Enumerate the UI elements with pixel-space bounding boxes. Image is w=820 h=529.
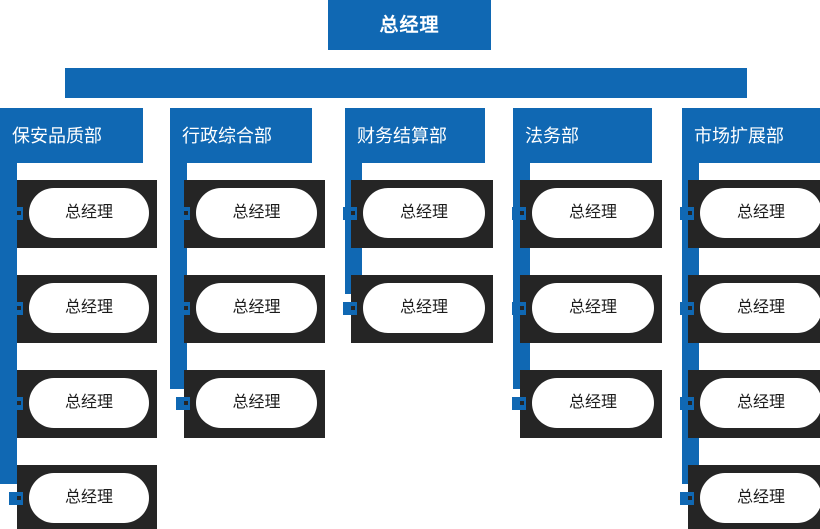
org-node-body: 总经理 — [700, 473, 820, 523]
org-node-body: 总经理 — [532, 378, 654, 428]
department-header-label: 财务结算部 — [357, 125, 447, 146]
org-node-body: 总经理 — [196, 283, 317, 333]
org-node[interactable]: 总经理 — [512, 180, 662, 248]
org-node[interactable]: 总经理 — [9, 180, 157, 248]
org-node-label: 总经理 — [399, 204, 448, 221]
department-header[interactable]: 保安品质部 — [0, 108, 143, 163]
node-connector-stub — [680, 207, 694, 220]
org-node[interactable]: 总经理 — [176, 275, 325, 343]
department-header-label: 保安品质部 — [12, 125, 102, 146]
org-node-body: 总经理 — [29, 473, 149, 523]
org-node-body: 总经理 — [29, 283, 149, 333]
org-node-body: 总经理 — [196, 188, 317, 238]
node-connector-stub — [9, 397, 23, 410]
department-header-label: 行政综合部 — [182, 125, 272, 146]
node-connector-stub — [512, 397, 526, 410]
org-node-label: 总经理 — [736, 204, 785, 221]
node-connector-stub — [680, 397, 694, 410]
org-node[interactable]: 总经理 — [9, 370, 157, 438]
root-node[interactable]: 总经理 — [328, 0, 491, 50]
node-connector-stub — [176, 207, 190, 220]
org-node[interactable]: 总经理 — [512, 370, 662, 438]
org-node-body: 总经理 — [700, 378, 820, 428]
org-node-body: 总经理 — [700, 188, 820, 238]
org-node-body: 总经理 — [363, 188, 485, 238]
org-node-label: 总经理 — [568, 394, 617, 411]
org-node-body: 总经理 — [29, 188, 149, 238]
org-node[interactable]: 总经理 — [343, 180, 493, 248]
org-node-label: 总经理 — [64, 299, 113, 316]
org-node[interactable]: 总经理 — [680, 180, 820, 248]
node-connector-stub — [9, 207, 23, 220]
org-node-label: 总经理 — [399, 299, 448, 316]
node-connector-stub — [176, 397, 190, 410]
org-node-label: 总经理 — [232, 394, 281, 411]
org-node[interactable]: 总经理 — [680, 370, 820, 438]
org-node-label: 总经理 — [736, 489, 785, 506]
org-node[interactable]: 总经理 — [343, 275, 493, 343]
root-node-label: 总经理 — [379, 14, 440, 36]
org-node[interactable]: 总经理 — [176, 180, 325, 248]
org-node[interactable]: 总经理 — [680, 465, 820, 529]
org-node[interactable]: 总经理 — [176, 370, 325, 438]
org-node-body: 总经理 — [532, 188, 654, 238]
org-node-label: 总经理 — [232, 204, 281, 221]
org-node-body: 总经理 — [29, 378, 149, 428]
org-node[interactable]: 总经理 — [9, 465, 157, 529]
org-node[interactable]: 总经理 — [512, 275, 662, 343]
node-connector-stub — [512, 302, 526, 315]
department-header[interactable]: 行政综合部 — [170, 108, 312, 163]
org-node-label: 总经理 — [64, 394, 113, 411]
node-connector-stub — [680, 302, 694, 315]
org-node-label: 总经理 — [64, 489, 113, 506]
department-header[interactable]: 市场扩展部 — [682, 108, 820, 163]
org-node-label: 总经理 — [736, 394, 785, 411]
department-header[interactable]: 法务部 — [513, 108, 652, 163]
trunk-connector-bar — [65, 68, 747, 98]
org-node-label: 总经理 — [736, 299, 785, 316]
org-node-label: 总经理 — [64, 204, 113, 221]
org-node-body: 总经理 — [700, 283, 820, 333]
department-header[interactable]: 财务结算部 — [345, 108, 485, 163]
org-node[interactable]: 总经理 — [9, 275, 157, 343]
department-header-label: 市场扩展部 — [694, 125, 784, 146]
org-node-label: 总经理 — [568, 299, 617, 316]
node-connector-stub — [680, 492, 694, 505]
org-node-label: 总经理 — [232, 299, 281, 316]
org-node-label: 总经理 — [568, 204, 617, 221]
node-connector-stub — [343, 207, 357, 220]
org-node-body: 总经理 — [363, 283, 485, 333]
department-header-label: 法务部 — [525, 125, 579, 146]
node-connector-stub — [9, 302, 23, 315]
node-connector-stub — [9, 492, 23, 505]
org-node-body: 总经理 — [532, 283, 654, 333]
org-node[interactable]: 总经理 — [680, 275, 820, 343]
node-connector-stub — [176, 302, 190, 315]
node-connector-stub — [343, 302, 357, 315]
node-connector-stub — [512, 207, 526, 220]
org-node-body: 总经理 — [196, 378, 317, 428]
